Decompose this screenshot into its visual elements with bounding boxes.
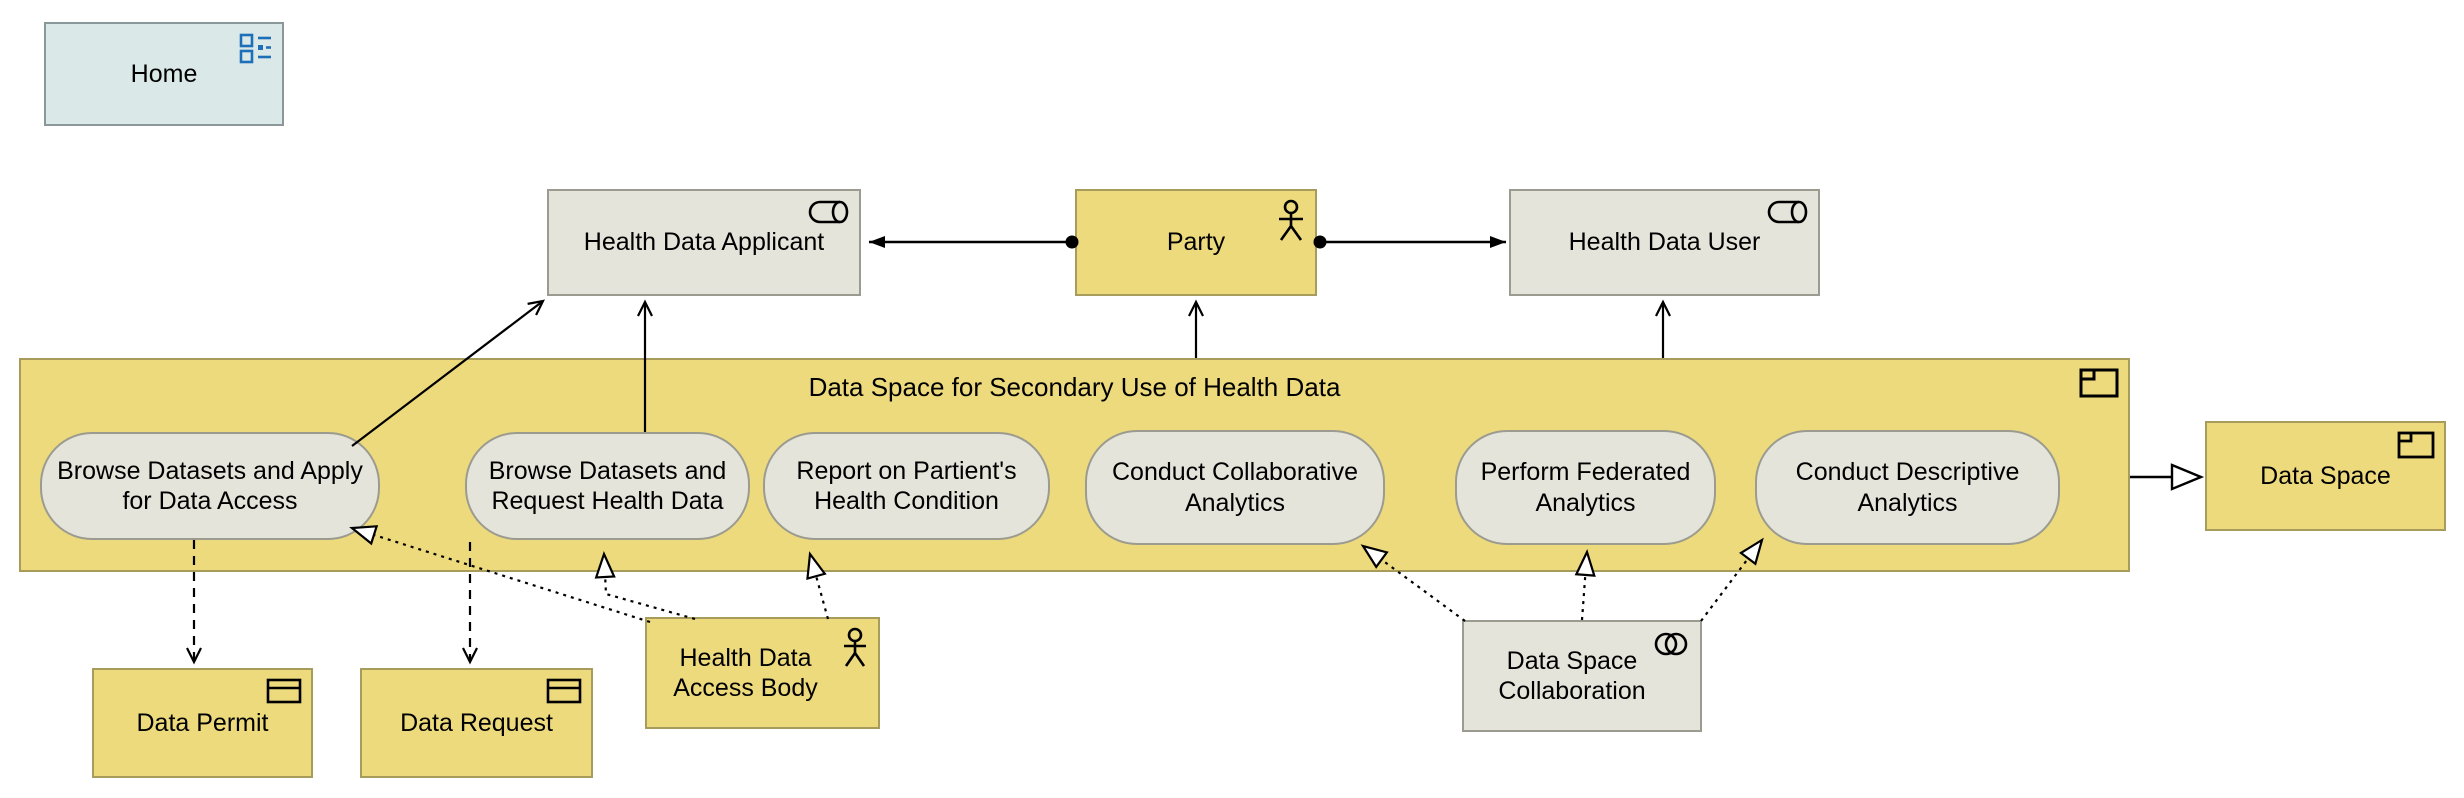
actor-icon <box>841 627 869 669</box>
node-label: Data Space <box>2260 461 2391 490</box>
role-icon <box>1767 199 1809 225</box>
node-browse-datasets-request[interactable]: Browse Datasets and Request Health Data <box>465 432 750 540</box>
node-conduct-collaborative-analytics[interactable]: Conduct Collaborative Analytics <box>1085 430 1385 545</box>
node-data-request[interactable]: Data Request <box>360 668 593 778</box>
realization-dsc-to-conduct-descriptive[interactable] <box>1700 540 1762 622</box>
business-object-icon <box>266 678 302 704</box>
realization-dsc-to-perform-federated[interactable] <box>1582 552 1587 621</box>
node-label: Data Space Collaboration <box>1498 646 1646 706</box>
node-label: Health Data User <box>1568 228 1761 257</box>
node-label: Browse Datasets and Apply for Data Acces… <box>57 456 363 516</box>
view-icon <box>239 32 273 64</box>
node-label: Health Data Applicant <box>583 228 825 257</box>
role-icon <box>808 199 850 225</box>
node-label: Report on Partient's Health Condition <box>796 456 1017 516</box>
node-label: Home <box>130 59 198 88</box>
node-health-data-user[interactable]: Health Data User <box>1509 189 1820 296</box>
node-conduct-descriptive-analytics[interactable]: Conduct Descriptive Analytics <box>1755 430 2060 545</box>
node-label: Conduct Collaborative Analytics <box>1112 458 1358 517</box>
product-icon <box>2397 431 2435 459</box>
node-report-health-condition[interactable]: Report on Partient's Health Condition <box>763 432 1050 540</box>
node-label: Conduct Descriptive Analytics <box>1795 458 2020 517</box>
serving-browse-apply-to-health-data-applicant[interactable] <box>351 299 545 447</box>
node-health-data-access-body[interactable]: Health Data Access Body <box>645 617 880 729</box>
business-object-icon <box>546 678 582 704</box>
container-title: Data Space for Secondary Use of Health D… <box>808 372 1341 402</box>
node-label: Browse Datasets and Request Health Data <box>488 456 727 516</box>
product-icon <box>2079 368 2119 398</box>
node-label: Party <box>1166 228 1226 257</box>
actor-icon <box>1276 199 1306 243</box>
node-data-permit[interactable]: Data Permit <box>92 668 313 778</box>
node-label: Data Permit <box>136 708 269 737</box>
collaboration-icon <box>1651 630 1691 658</box>
node-browse-datasets-apply[interactable]: Browse Datasets and Apply for Data Acces… <box>40 432 380 540</box>
node-label: Data Request <box>400 708 553 737</box>
node-party[interactable]: Party <box>1075 189 1317 296</box>
realization-hdab-to-report-condition[interactable] <box>810 554 830 620</box>
realization-dsc-to-conduct-collaborative[interactable] <box>1363 546 1466 622</box>
node-data-space[interactable]: Data Space <box>2205 421 2446 531</box>
node-perform-federated-analytics[interactable]: Perform Federated Analytics <box>1455 430 1716 545</box>
node-home[interactable]: Home <box>44 22 284 126</box>
node-label: Perform Federated Analytics <box>1480 458 1691 517</box>
node-data-space-collaboration[interactable]: Data Space Collaboration <box>1462 620 1702 732</box>
node-health-data-applicant[interactable]: Health Data Applicant <box>547 189 861 296</box>
node-label: Health Data Access Body <box>673 643 818 703</box>
